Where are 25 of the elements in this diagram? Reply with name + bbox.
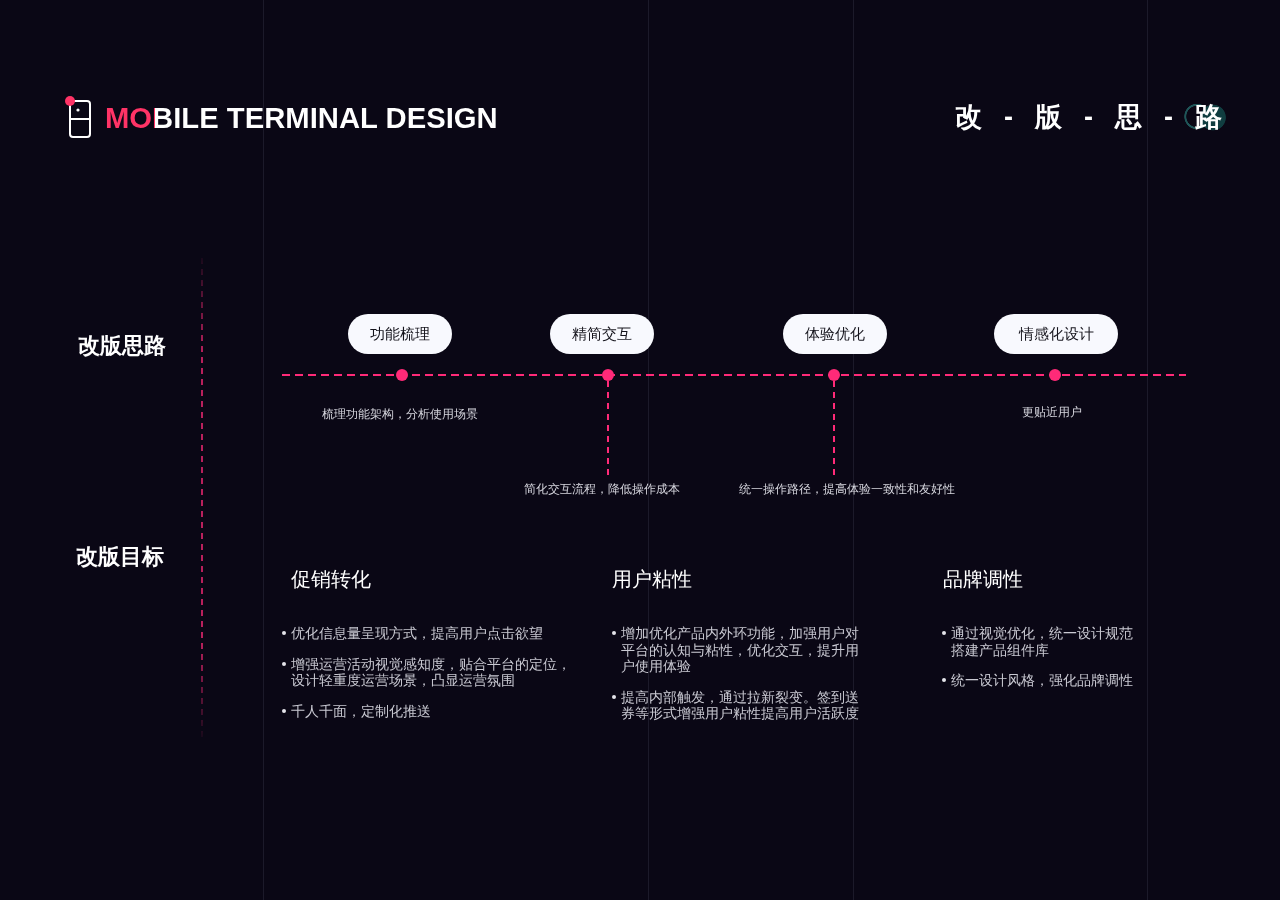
- timeline-dot: [396, 369, 408, 381]
- bullet-text: 增强运营活动视觉感知度，贴合平台的定位，设计轻重度运营场景，凸显运营氛围: [291, 655, 572, 689]
- bullet-text: 增加优化产品内外环功能，加强用户对平台的认知与粘性，优化交互，提升用户使用体验: [621, 625, 860, 675]
- heading: 改 - 版 - 思 - 路: [955, 101, 1227, 133]
- timeline-dot: [828, 369, 840, 381]
- step-description: 更贴近用户: [1022, 404, 1082, 420]
- column-heading: 用户粘性: [612, 567, 692, 591]
- step-pill: 体验优化: [783, 314, 887, 354]
- step-description: 统一操作路径，提高体验一致性和友好性: [739, 481, 955, 497]
- bullet-text: 优化信息量呈现方式，提高用户点击欲望: [291, 625, 544, 642]
- step-pill: 精简交互: [550, 314, 654, 354]
- bullet-text: 统一设计风格，强化品牌调性: [951, 672, 1134, 689]
- column-heading: 促销转化: [291, 567, 371, 591]
- step-description: 简化交互流程，降低操作成本: [524, 481, 680, 497]
- bullet-text: 提高内部触发，通过拉新裂变。签到送券等形式增强用户粘性提高用户活跃度: [621, 688, 860, 722]
- step-description: 梳理功能架构，分析使用场景: [322, 406, 478, 422]
- step-pill: 功能梳理: [348, 314, 452, 354]
- bullet-text: 千人千面，定制化推送: [291, 702, 432, 719]
- column-heading: 品牌调性: [943, 567, 1023, 591]
- section-label: 改版思路: [78, 333, 166, 360]
- step-pill: 情感化设计: [994, 314, 1118, 354]
- section-label: 改版目标: [76, 544, 164, 571]
- timeline-dot: [1049, 369, 1061, 381]
- bullet-text: 通过视觉优化，统一设计规范搭建产品组件库: [951, 625, 1134, 658]
- timeline-dot: [602, 369, 614, 381]
